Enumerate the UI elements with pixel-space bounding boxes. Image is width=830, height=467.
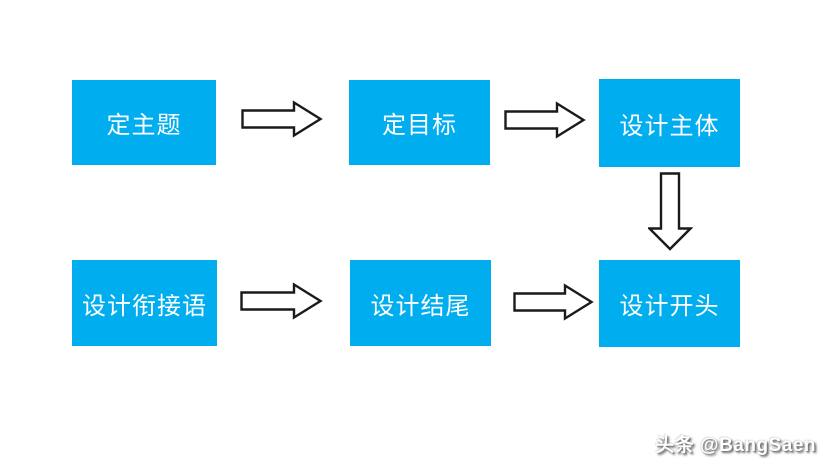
flow-node-label: 设计开头 [619, 293, 720, 320]
flow-node-label: 设计结尾 [370, 292, 471, 320]
arrow-down-icon [648, 172, 693, 251]
flow-node-label: 定主题 [106, 112, 182, 139]
flow-node-define-topic: 定主题 [72, 80, 216, 165]
arrow-right-icon [241, 100, 323, 138]
flow-node-design-ending: 设计结尾 [350, 260, 491, 346]
arrow-right-icon [504, 101, 586, 139]
flow-node-label: 定目标 [382, 112, 457, 139]
flow-node-define-goal: 定目标 [349, 80, 490, 165]
watermark: 头条 @BangSaen [655, 435, 816, 456]
flow-node-label: 设计衔接语 [82, 292, 207, 320]
flow-node-design-transitions: 设计衔接语 [72, 260, 217, 346]
arrow-right-icon [240, 282, 323, 320]
flow-node-design-body: 设计主体 [599, 79, 740, 167]
arrow-right-icon [513, 283, 594, 321]
flow-node-design-opening: 设计开头 [599, 260, 740, 347]
flow-node-label: 设计主体 [619, 112, 720, 140]
